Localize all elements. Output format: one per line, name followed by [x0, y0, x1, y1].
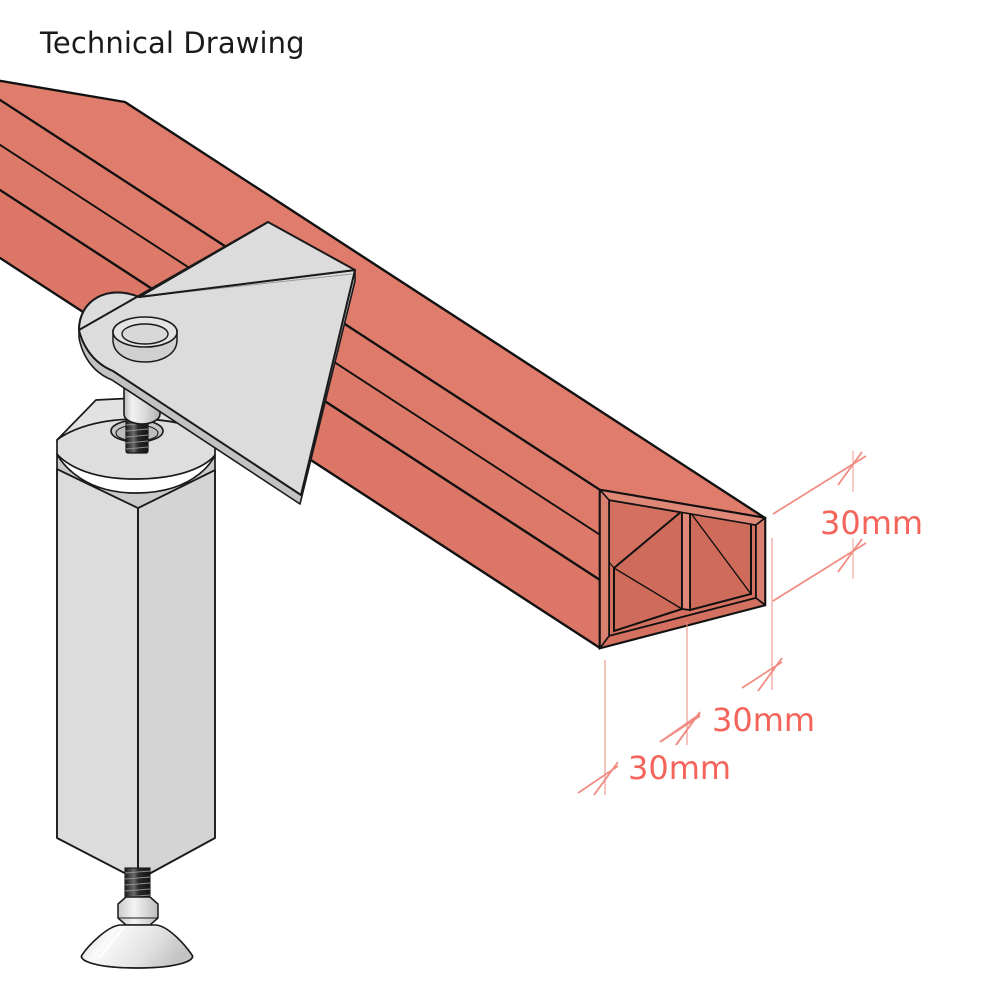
post-right-face — [137, 469, 216, 881]
dim-chamber-tick-b — [757, 657, 783, 692]
dimension-label-height: 30mm — [820, 504, 923, 542]
dimension-label-chamber-width: 30mm — [712, 701, 815, 739]
dimension-labels: 30mm 30mm 30mm — [628, 504, 923, 787]
dim-width-leader-b — [659, 713, 701, 743]
dim-height-tick-top — [837, 451, 863, 486]
dimension-beam-height — [772, 451, 867, 602]
foot-hex-nut — [117, 896, 159, 926]
bracket-plate — [78, 221, 356, 505]
conical-leveling-foot — [80, 924, 194, 969]
dim-height-tick-bottom — [837, 538, 863, 573]
beam-chamber-left-diagonal — [613, 567, 683, 610]
post-left-face — [56, 468, 139, 881]
bracket-boss — [112, 316, 178, 363]
beam-chamber-left-ledge — [608, 561, 615, 569]
dimension-annotations — [577, 451, 867, 796]
foot-assembly — [80, 867, 194, 969]
beam-right-wall-band — [755, 516, 766, 607]
beam-divider-web — [681, 509, 691, 612]
dimension-beam-width — [577, 660, 701, 796]
boss-hole — [121, 323, 169, 345]
foot-base-ellipse — [80, 954, 194, 969]
dim-width-tick-a — [593, 761, 619, 796]
foot-highlight — [98, 926, 126, 959]
post-assembly — [56, 468, 216, 881]
beam-chamber-right-diagonal — [689, 511, 752, 595]
bracket-plate-back-edge-2 — [78, 221, 269, 331]
dim-height-leader-bottom — [772, 542, 867, 602]
beam-left-wall-band — [599, 487, 610, 651]
dim-width-tick-b — [675, 711, 701, 746]
beam-chamber-right — [689, 510, 752, 612]
page-title: Technical Drawing — [40, 26, 305, 60]
dim-height-leader-top — [772, 455, 867, 515]
dimension-label-beam-width: 30mm — [628, 749, 731, 787]
